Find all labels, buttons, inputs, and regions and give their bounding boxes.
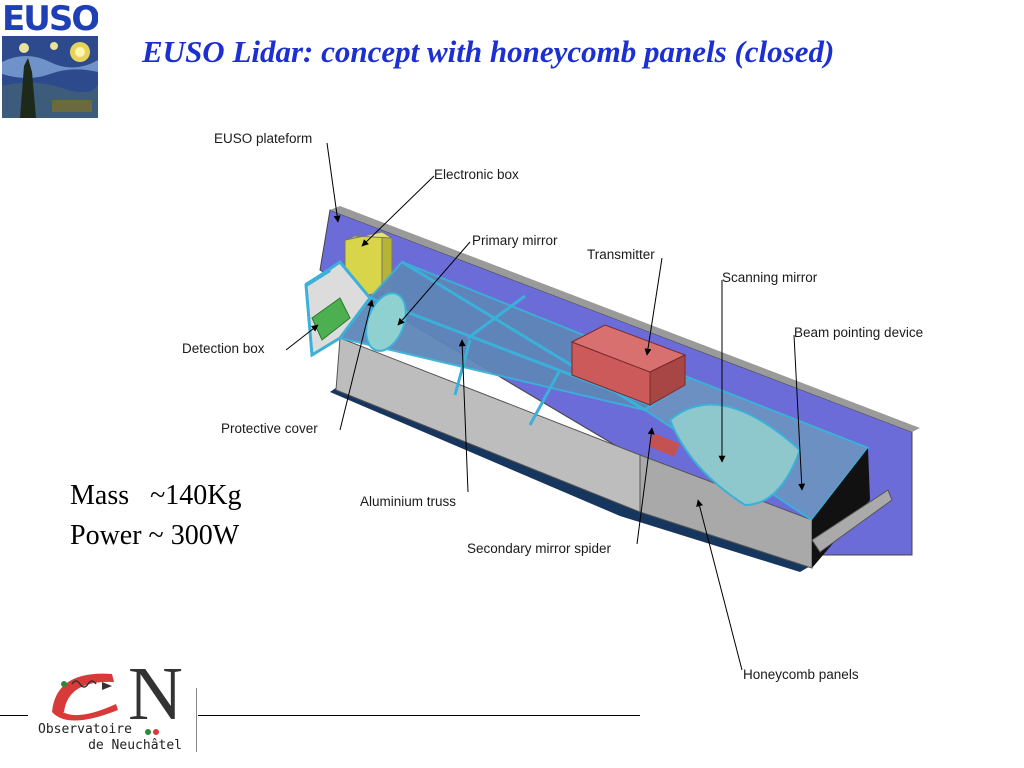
bottom-shelf xyxy=(811,489,893,553)
leader-honeycomb-panels xyxy=(696,499,743,671)
leader-electronic-box xyxy=(361,175,435,247)
label-secondary-mirror-spider: Secondary mirror spider xyxy=(467,541,612,556)
truss-strut xyxy=(453,339,472,396)
truss-strut xyxy=(304,268,332,287)
scanning-mirror-shape xyxy=(668,403,802,507)
leader-transmitter xyxy=(644,257,663,356)
observatoire-swoosh-icon xyxy=(52,673,159,735)
electronic-box-top xyxy=(344,231,393,241)
leader-protective-cover xyxy=(339,299,374,431)
leader-euso-plateform xyxy=(326,142,341,223)
observatoire-line2: de Neuchâtel xyxy=(88,738,182,753)
leader-beam-pointing xyxy=(793,334,806,491)
label-electronic-box: Electronic box xyxy=(434,167,519,182)
euso-logo-text: EUSO xyxy=(2,2,98,39)
label-protective-cover: Protective cover xyxy=(221,421,318,436)
leader-detection-box xyxy=(285,324,319,351)
specs-block: Mass ~140Kg Power ~ 300W xyxy=(70,476,242,556)
observatoire-n-letter: N xyxy=(128,652,183,736)
label-transmitter: Transmitter xyxy=(587,247,655,262)
truss-strut xyxy=(528,369,562,426)
truss-strut xyxy=(467,294,526,340)
euso-platform-edge xyxy=(330,206,920,432)
leader-aluminium-truss xyxy=(458,339,469,493)
footer-divider xyxy=(0,715,28,716)
page-title: EUSO Lidar: concept with honeycomb panel… xyxy=(142,34,835,69)
detection-box-shape xyxy=(311,297,351,341)
observatoire-line1: Observatoire xyxy=(38,722,132,737)
euso-logo: EUSO xyxy=(2,2,98,118)
label-beam-pointing-device: Beam pointing device xyxy=(794,325,923,340)
label-detection-box: Detection box xyxy=(182,341,265,356)
footer-divider xyxy=(198,715,640,716)
starry-night-thumbnail xyxy=(2,36,98,118)
leader-secondary-spider xyxy=(636,427,655,545)
transmitter-side xyxy=(649,354,686,406)
secondary-mirror-cylinder xyxy=(648,433,680,457)
observatoire-neuchatel-logo: N Observatoire de Neuchâtel xyxy=(28,656,196,760)
footer-vertical-divider xyxy=(196,688,197,752)
mass-value: Mass ~140Kg xyxy=(70,480,242,511)
label-scanning-mirror: Scanning mirror xyxy=(722,270,818,285)
label-euso-plateform: EUSO plateform xyxy=(214,131,312,146)
observatoire-name: Observatoire de Neuchâtel xyxy=(36,722,182,754)
label-aluminium-truss: Aluminium truss xyxy=(360,494,456,509)
leader-primary-mirror xyxy=(397,241,471,326)
label-honeycomb-panels: Honeycomb panels xyxy=(743,667,859,682)
power-value: Power ~ 300W xyxy=(70,520,240,551)
label-primary-mirror: Primary mirror xyxy=(472,233,558,248)
primary-mirror-shape xyxy=(365,292,407,352)
